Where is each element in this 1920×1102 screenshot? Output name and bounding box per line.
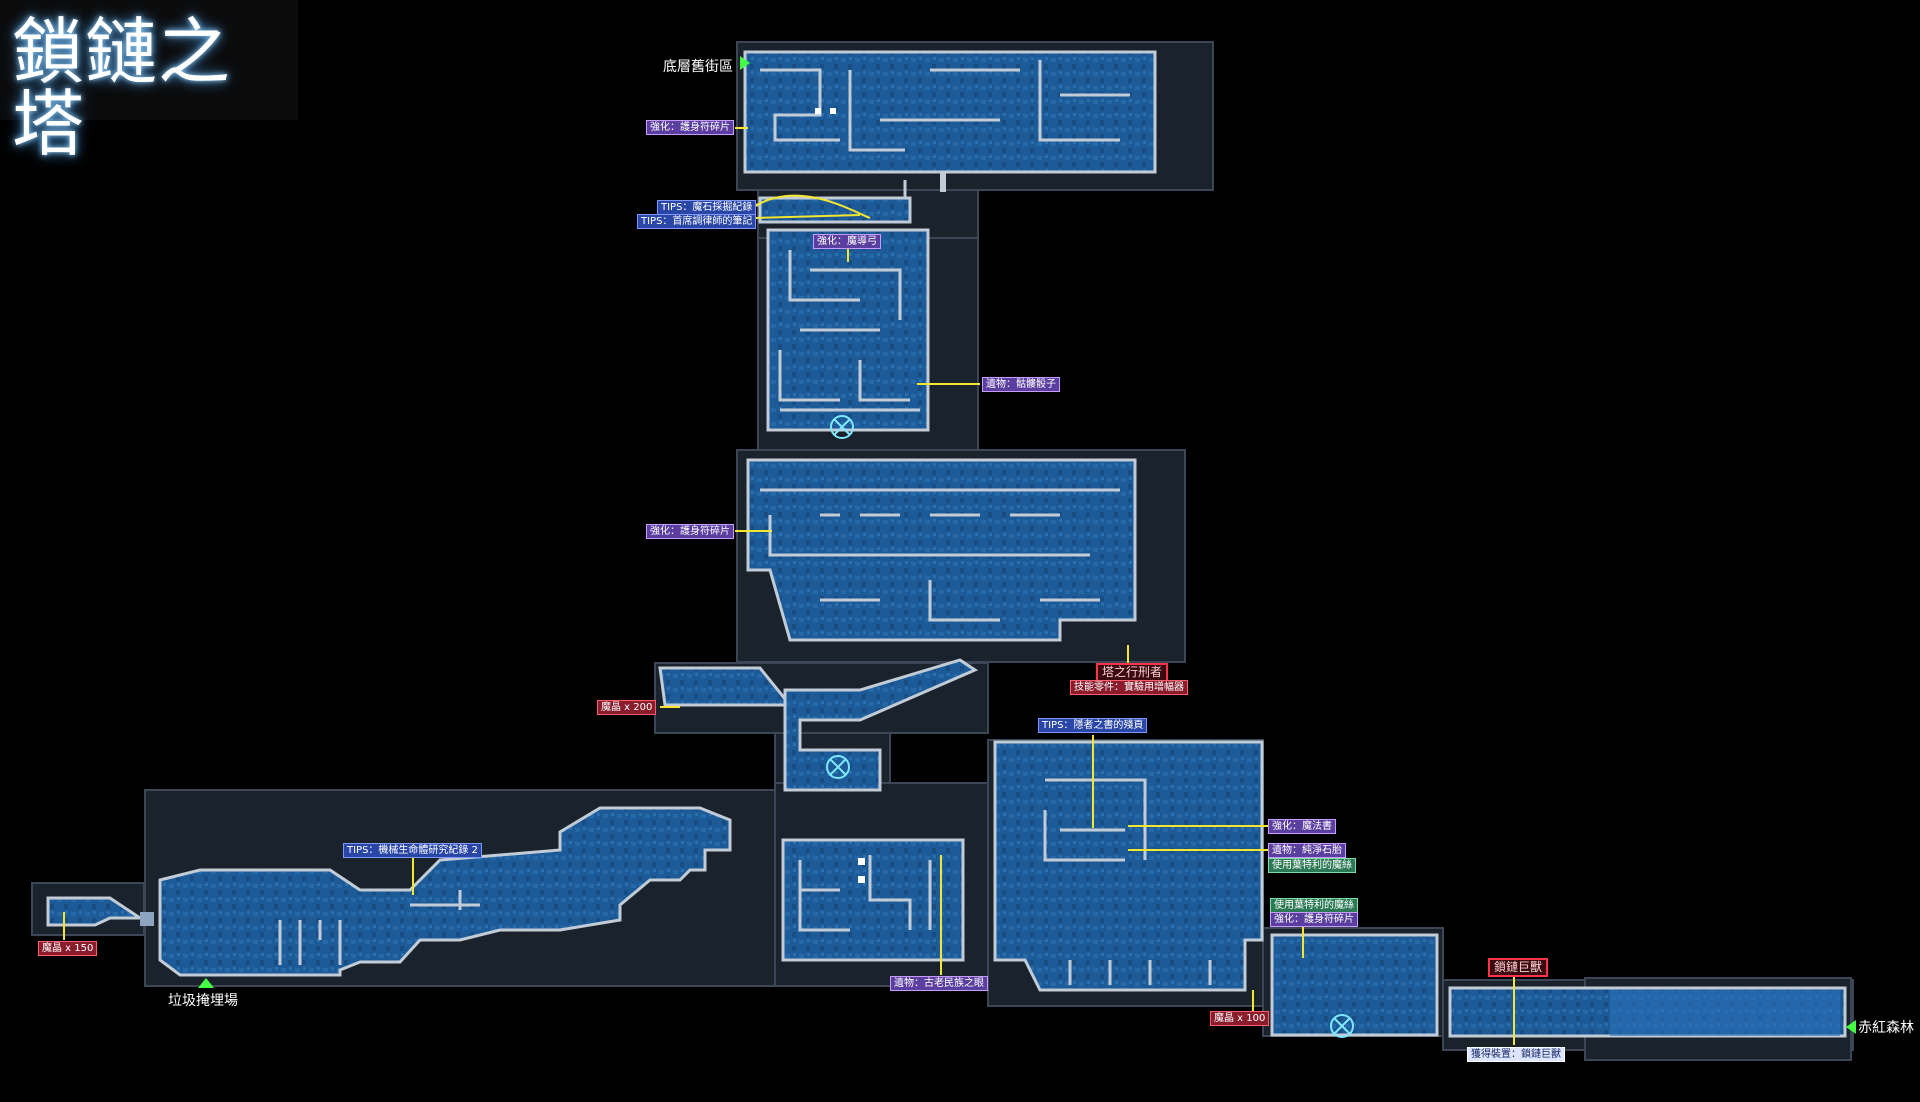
- label-boss-chain-giant[interactable]: 鎖鏈巨獸: [1488, 958, 1549, 977]
- label-tips-machine[interactable]: TIPS：機械生命體研究紀錄 2: [343, 843, 482, 858]
- label-use-fairy-wing-2[interactable]: 使用葉特利的魔絲: [1270, 898, 1358, 913]
- label-strengthen-amulet-2[interactable]: 強化：護身符碎片: [646, 524, 734, 539]
- item-connector-lines: [63, 127, 1515, 1045]
- exit-top-left[interactable]: 底層舊街區: [663, 59, 733, 75]
- label-relic-pure-gem[interactable]: 遺物：純淨石胎: [1268, 843, 1346, 858]
- label-strengthen-magic-book[interactable]: 強化：魔法書: [1268, 819, 1336, 834]
- label-tips-hermit[interactable]: TIPS：隱者之書的殘頁: [1038, 718, 1148, 733]
- exit-bottom-left[interactable]: 垃圾掩埋場: [168, 993, 238, 1009]
- label-use-fairy-wing-1[interactable]: 使用葉特利的魔絲: [1268, 858, 1356, 873]
- label-crystal-100[interactable]: 魔晶 x 100: [1210, 1011, 1270, 1026]
- lower-left-section: [46, 806, 732, 977]
- label-relic-ancient-eye[interactable]: 遺物：古老民族之眼: [890, 976, 988, 991]
- top-chamber: [743, 50, 1157, 192]
- map-title: 鎖鏈之塔: [12, 10, 232, 166]
- mid-corridors: [658, 658, 979, 792]
- label-boss-tower-executioner[interactable]: 塔之行刑者: [1096, 663, 1169, 682]
- title-box: 鎖鏈之塔: [0, 0, 298, 160]
- save-point-icon[interactable]: [1330, 1014, 1354, 1038]
- label-tips-tuner[interactable]: TIPS：首席調律師的筆記: [637, 214, 757, 229]
- save-point-icon[interactable]: [830, 415, 854, 439]
- label-strengthen-amulet-3[interactable]: 強化：護身符碎片: [1270, 912, 1358, 927]
- label-crystal-150[interactable]: 魔晶 x 150: [38, 941, 98, 956]
- label-strengthen-amulet-1[interactable]: 強化：護身符碎片: [646, 120, 734, 135]
- label-relic-skull[interactable]: 遺物：骷髏骰子: [982, 377, 1060, 392]
- label-skill-part[interactable]: 技能零件：實驗用增幅器: [1070, 680, 1188, 695]
- lower-right-rooms: [1270, 933, 1847, 1038]
- exit-markers: [198, 56, 1856, 1034]
- central-lower-block: [781, 838, 965, 962]
- right-tall-hall: [993, 740, 1264, 992]
- label-strengthen-magic-bow[interactable]: 強化：魔導弓: [813, 234, 881, 249]
- maze-chamber: [766, 228, 930, 439]
- label-crystal-200[interactable]: 魔晶 x 200: [597, 700, 657, 715]
- label-tips-magic-stone[interactable]: TIPS：魔石採掘紀錄: [657, 200, 757, 215]
- exit-right[interactable]: 赤紅森林: [1858, 1020, 1914, 1036]
- label-obtain-chain[interactable]: 獲得裝置：鎖鏈巨獸: [1467, 1047, 1565, 1062]
- great-hall: [746, 458, 1137, 642]
- save-point-icon[interactable]: [826, 755, 850, 779]
